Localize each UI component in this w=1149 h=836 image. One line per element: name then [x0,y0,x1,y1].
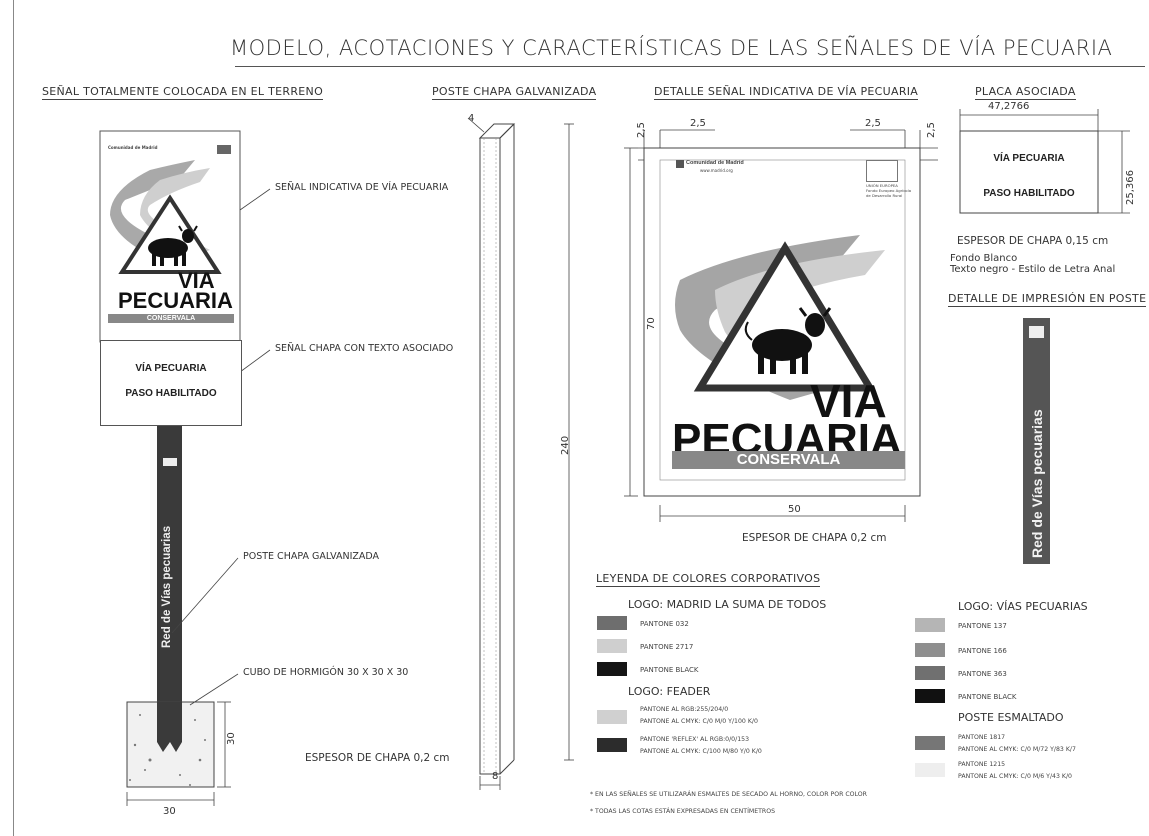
cow-print-icon [163,458,177,466]
plate-drawing [959,109,1130,214]
legend-madrid-title: LOGO: MADRID LA SUMA DE TODOS [628,598,827,611]
swatch-madrid-0 [597,616,627,630]
callout-post: POSTE CHAPA GALVANIZADA [243,551,380,562]
callout-sign: SEÑAL INDICATIVA DE VÍA PECUARIA [275,182,449,193]
legend-poste-1-l1: PANTONE 1215 [958,761,1006,768]
sign-band-small: CONSERVALA [108,314,234,323]
callout-plate: SEÑAL CHAPA CON TEXTO ASOCIADO [275,343,454,354]
note-plate-bg: Fondo Blanco [950,253,1018,264]
legend-poste-0-l2: PANTONE AL CMYK: C/0 M/72 Y/83 K/7 [958,746,1076,753]
cow-detail-icon [744,307,832,374]
eu-flag-detail-icon [866,160,898,182]
footnote-2: * TODAS LAS COTAS ESTÁN EXPRESADAS EN CE… [590,808,776,815]
dim-cube-w: 30 [163,806,176,817]
section-print: DETALLE DE IMPRESIÓN EN POSTE [948,292,1147,307]
legend-vias-title: LOGO: VÍAS PECUARIAS [958,600,1088,613]
detail-band: CONSERVALA [672,451,905,469]
legend-feader-0-l2: PANTONE AL CMYK: C/0 M/0 Y/100 K/0 [640,718,758,725]
callout-cube: CUBO DE HORMIGÓN 30 X 30 X 30 [243,667,409,678]
swatch-feader-0 [597,710,627,724]
dim-post-top: 4 [468,113,475,124]
swatch-vias-2 [915,666,945,680]
post-print-panel [1023,318,1050,564]
note-thickness-sign: ESPESOR DE CHAPA 0,2 cm [742,532,887,544]
legend-madrid-1: PANTONE 2717 [640,643,694,651]
note-plate-font: Texto negro - Estilo de Letra Anal [950,264,1116,275]
dim-sign-height: 70 [646,317,657,330]
detail-via: VIA [810,375,887,427]
legend-poste-0-l1: PANTONE 1817 [958,734,1006,741]
section-installed: SEÑAL TOTALMENTE COLOCADA EN EL TERRENO [42,85,324,100]
footnote-1: * EN LAS SEÑALES SE UTILIZARÁN ESMALTES … [590,791,867,798]
madrid-logo-icon [676,160,684,168]
post-print-small: Red de Vías pecuarias [161,525,173,648]
legend-poste-1-l2: PANTONE AL CMYK: C/0 M/6 Y/43 K/0 [958,773,1072,780]
legend-feader-1-l2: PANTONE AL CMYK: C/100 M/80 Y/0 K/0 [640,748,762,755]
plate-line1: VÍA PECUARIA [993,153,1065,164]
dim-plate-width: 47,2766 [988,101,1030,112]
cube-speckles [129,709,206,786]
plate-panel-small: VÍA PECUARIA PASO HABILITADO [100,340,242,426]
dim-margin-left-h: 2,5 [690,118,706,129]
section-post: POSTE CHAPA GALVANIZADA [432,85,597,100]
legend-vias-0: PANTONE 137 [958,622,1007,630]
dim-margin-left-v: 2,5 [636,122,647,138]
legend-feader-1-l1: PANTONE 'REFLEX' AL RGB:0/0/153 [640,736,750,743]
note-thickness-post: ESPESOR DE CHAPA 0,2 cm [305,752,450,764]
section-detail: DETALLE SEÑAL INDICATIVA DE VÍA PECUARIA [654,85,919,100]
legend-madrid-2: PANTONE BLACK [640,666,699,674]
legend-vias-1: PANTONE 166 [958,647,1007,655]
detail-brand-url: www.madrid.org [700,168,733,173]
legend-feader-0-l1: PANTONE AL RGB:255/204/0 [640,706,729,713]
title-rule [235,66,1145,67]
eu-flag-icon [217,145,231,154]
swatch-vias-3 [915,689,945,703]
swatch-poste-0 [915,736,945,750]
plate-line1-small: VÍA PECUARIA [135,363,207,374]
legend-poste-title: POSTE ESMALTADO [958,711,1064,724]
swatch-vias-0 [915,618,945,632]
dim-margin-right-h: 2,5 [865,118,881,129]
frame-left-line [13,0,14,836]
detail-sign-drawing [624,129,938,522]
dim-margin-right-v: 2,5 [926,122,937,138]
eu-line1: UNIÓN EUROPEA [866,183,898,188]
dim-post-width: 8 [492,771,499,782]
cow-post-icon [1029,326,1044,338]
legend-madrid-0: PANTONE 032 [640,620,689,628]
sign-via-small: VIA [178,268,215,293]
dim-sign-width: 50 [788,504,801,515]
road-shape [110,160,195,260]
dim-plate-height: 25,366 [1125,170,1136,205]
eu-line2: Fondo Europeo Agrícola [866,188,912,193]
swatch-feader-1 [597,738,627,752]
post-print-large: Red de Vías pecuarias [1029,409,1045,558]
dim-cube-h: 30 [226,732,237,745]
section-legend: LEYENDA DE COLORES CORPORATIVOS [596,572,821,587]
legend-feader-title: LOGO: FEADER [628,685,711,698]
page-title: MODELO, ACOTACIONES Y CARACTERÍSTICAS DE… [230,36,1113,60]
plate-line2-small: PASO HABILITADO [125,388,217,399]
swatch-madrid-1 [597,639,627,653]
legend-vias-2: PANTONE 363 [958,670,1007,678]
note-thickness-plate: ESPESOR DE CHAPA 0,15 cm [957,235,1109,247]
post-embedded [157,702,182,752]
swatch-poste-1 [915,763,945,777]
post-drawing [467,117,574,790]
plate-line2: PASO HABILITADO [983,188,1075,199]
detail-brand: Comunidad de Madrid [686,160,744,166]
installed-sign-drawing [99,130,271,806]
dim-post-height: 240 [560,435,571,455]
section-plate: PLACA ASOCIADA [975,85,1076,100]
eu-line3: de Desarrollo Rural [866,193,903,198]
sign-brand-small: Comunidad de Madrid [108,145,158,150]
post-body [157,425,182,720]
swatch-vias-1 [915,643,945,657]
swatch-madrid-2 [597,662,627,676]
sign-pecuaria-small: PECUARIA [118,288,233,313]
warning-triangle [118,194,222,274]
legend-vias-3: PANTONE BLACK [958,693,1017,701]
cow-icon [148,225,198,266]
